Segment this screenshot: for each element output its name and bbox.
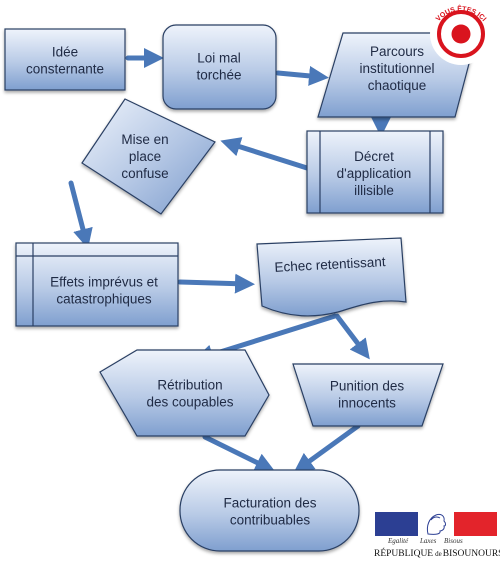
node-facturation-contribuables [179, 469, 360, 552]
node-label-n3: Parcours institutionnel chaotique [359, 44, 434, 93]
node-label-line: consternante [26, 62, 104, 77]
logo-flag-blue [375, 512, 418, 536]
node-label-line: Facturation des [223, 496, 316, 511]
node-label-line: Parcours [370, 44, 424, 59]
node-label-n7: Echec retentissant [274, 254, 386, 275]
node-label-line: catastrophiques [56, 292, 152, 307]
arrow-n2-n3 [275, 65, 329, 86]
node-label-n5: Mise en place confuse [121, 132, 168, 181]
node-label-line: Loi mal [197, 51, 241, 66]
node-label-line: d'application [337, 166, 412, 181]
arrow-n8-n10 [202, 434, 276, 472]
node-label-line: Décret [354, 149, 394, 164]
node-label-line: Punition des [330, 379, 405, 394]
node-label-line: Effets imprévus et [50, 275, 158, 290]
arrow-n9-n10 [293, 423, 361, 473]
arrow-n6-n7 [177, 273, 255, 294]
node-label-line: torchée [196, 68, 241, 83]
arrows [68, 48, 391, 473]
node-idee-consternante [4, 28, 126, 91]
node-label-line: Rétribution [157, 378, 222, 393]
arrow-n5-n6 [68, 180, 93, 249]
logo-flag-red [454, 512, 497, 536]
node-label-line: confuse [121, 166, 168, 181]
marianne-profile-icon [426, 513, 446, 535]
logo-republique: RÉPUBLIQUEdeBISOUNOURSLAND [374, 547, 500, 559]
badge-dot [451, 24, 471, 44]
node-label-n1: Idée consternante [26, 45, 104, 77]
logo-motto-3: Bisous [444, 537, 463, 545]
node-label-n4: Décret d'application illisible [337, 149, 412, 198]
logo-motto-1: Egalité [387, 537, 409, 545]
node-labels: Idée consternante Loi mal torchée Parcours in… [26, 44, 435, 528]
arrow-n4-n5 [220, 137, 310, 171]
node-effets-imprevus [15, 242, 179, 327]
node-label-line: place [129, 149, 161, 164]
node-label-line: institutionnel [359, 61, 434, 76]
node-decret-application [306, 130, 444, 214]
you-are-here-badge: VOUS ÊTES ICI [430, 3, 492, 65]
node-label-n6: Effets imprévus et catastrophiques [50, 275, 158, 307]
node-label-line: des coupables [146, 395, 233, 410]
node-punition-innocents [292, 363, 444, 427]
node-label-line: Mise en [121, 132, 168, 147]
node-retribution-coupables [99, 349, 270, 437]
node-label-line: Idée [52, 45, 78, 60]
node-label-n2: Loi mal torchée [196, 51, 241, 83]
node-label-line: contribuables [230, 513, 311, 528]
node-label-n9: Punition des innocents [330, 379, 405, 411]
node-label-n8: Rétribution des coupables [146, 378, 233, 410]
node-echec-retentissant [256, 237, 407, 317]
node-label-line: Echec retentissant [274, 254, 386, 275]
node-loi-mal-torchee [162, 24, 277, 110]
node-mise-en-place [81, 98, 216, 215]
arrow-n7-n9 [334, 313, 370, 360]
badge-ring [437, 10, 485, 58]
node-label-line: illisible [354, 183, 394, 198]
node-label-line: innocents [338, 396, 396, 411]
node-label-line: chaotique [368, 78, 427, 93]
logo-motto-2: Laxes [419, 537, 437, 545]
node-label-n10: Facturation des contribuables [223, 496, 316, 528]
